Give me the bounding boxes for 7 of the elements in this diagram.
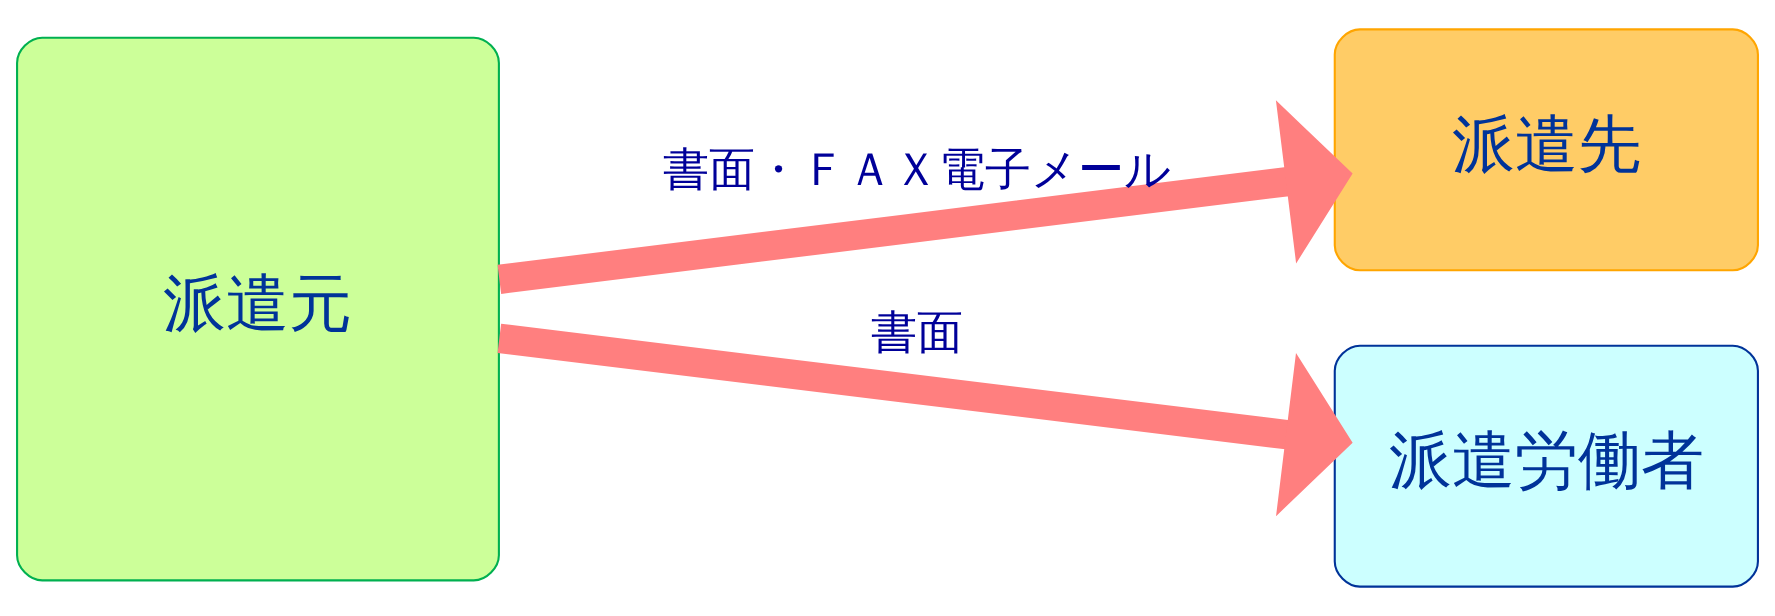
arrow — [497, 100, 1353, 294]
edge-label: 書面 — [870, 305, 963, 360]
node-box: 派遣先 — [1333, 28, 1759, 272]
node-box: 派遣労働者 — [1333, 344, 1759, 588]
edge-label: 書面・ＦＡＸ電子メール — [662, 141, 1171, 196]
node-box: 派遣元 — [16, 36, 500, 582]
arrow — [497, 323, 1353, 517]
